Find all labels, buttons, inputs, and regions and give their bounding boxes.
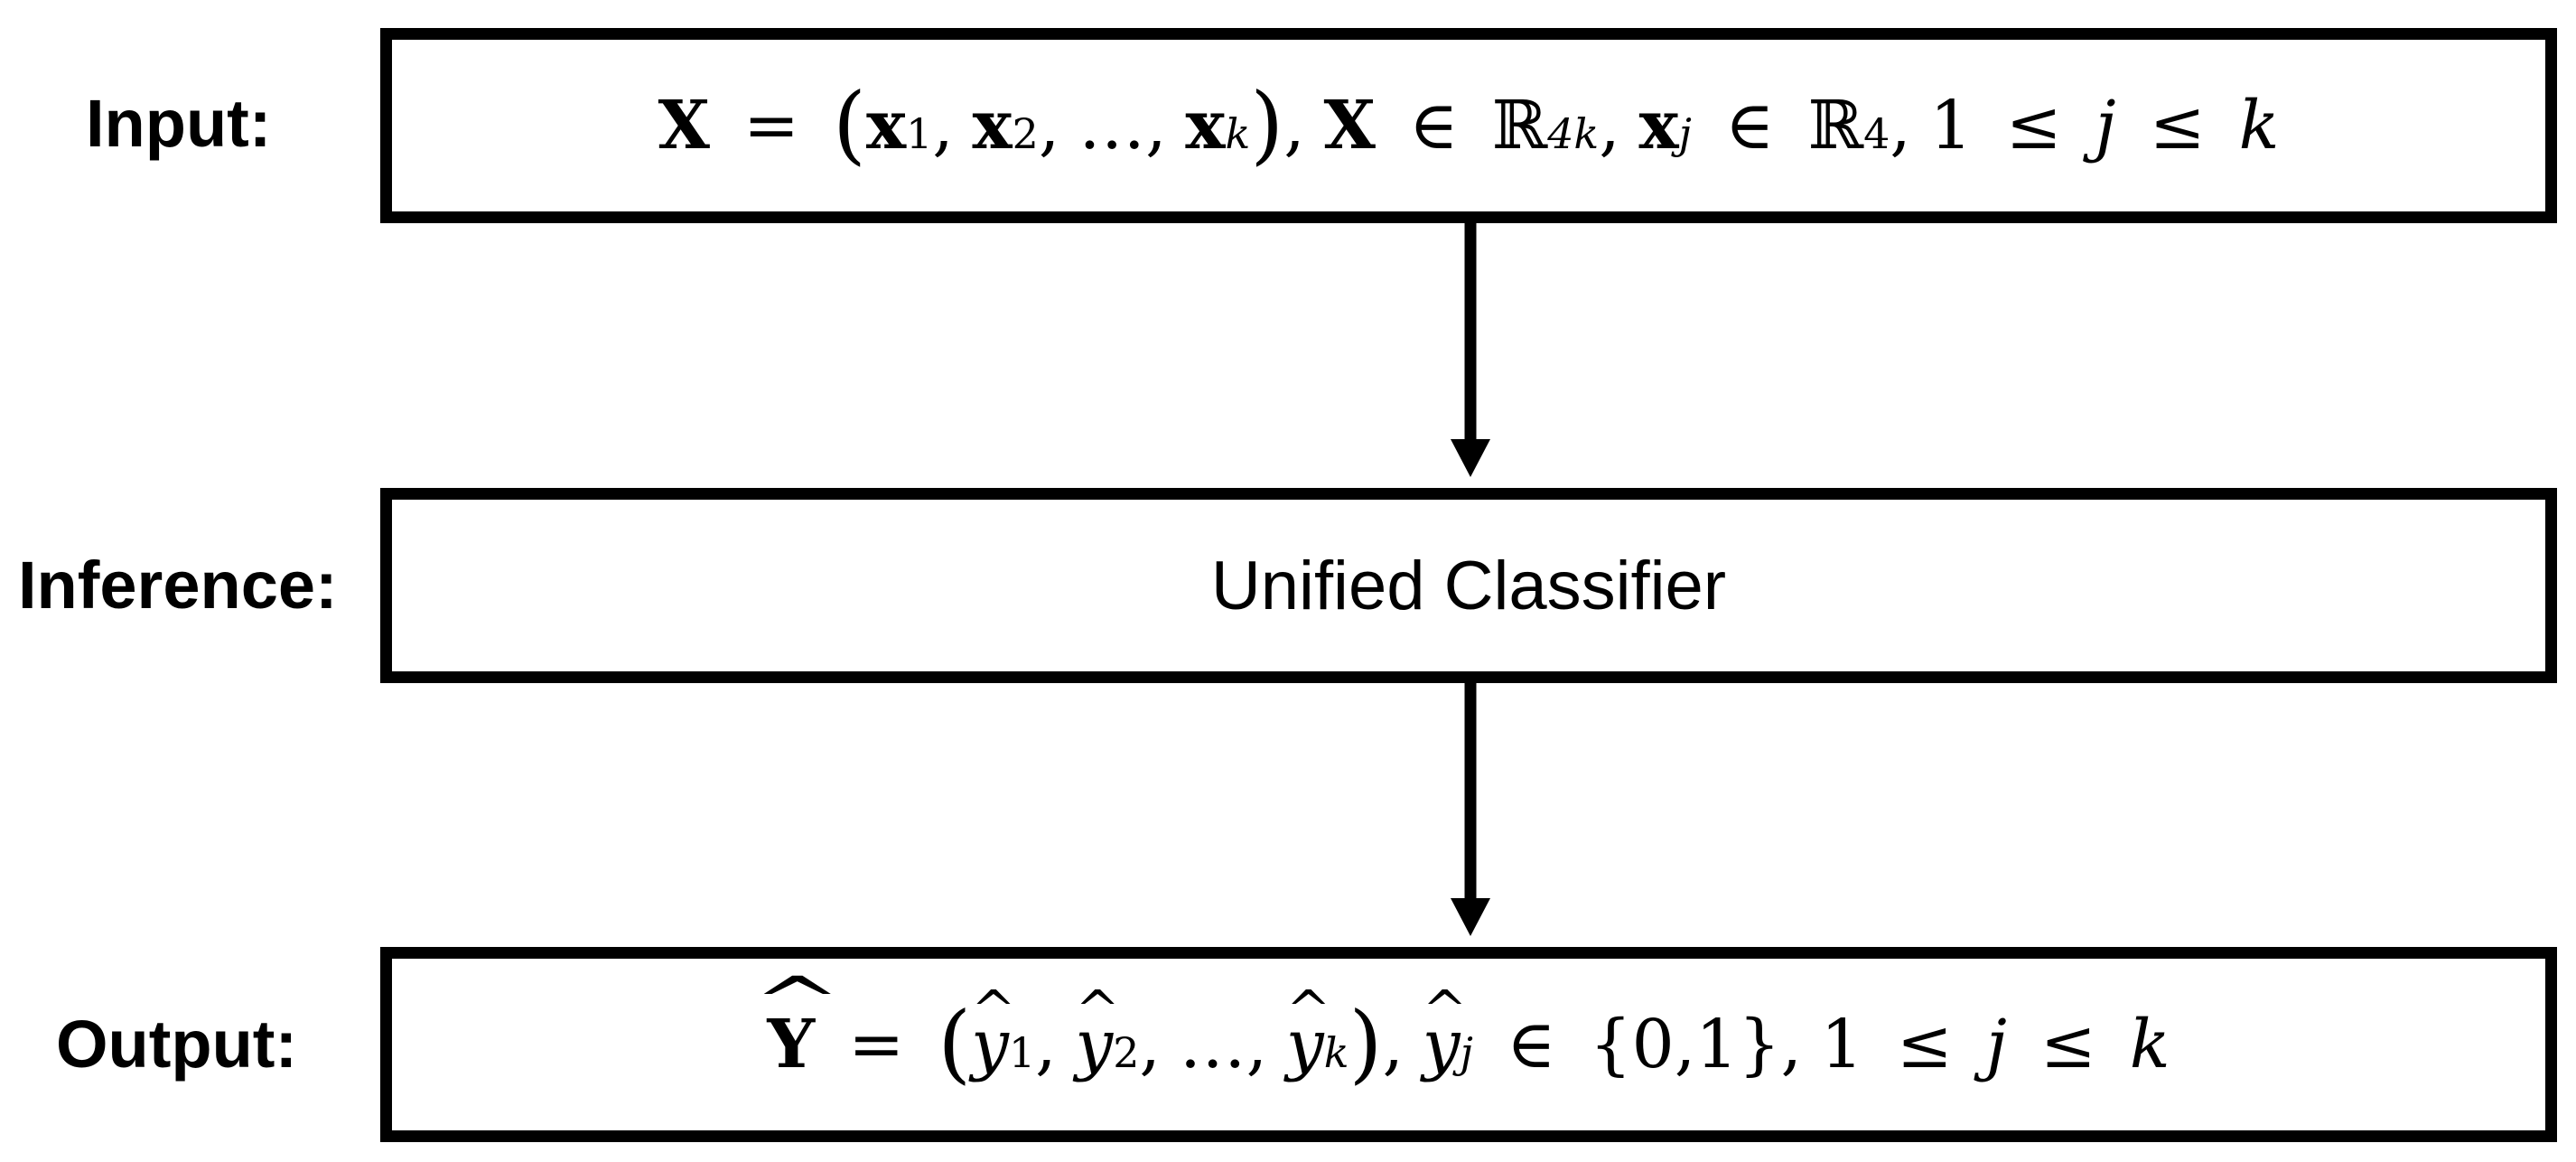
inference-label: Inference: <box>18 548 338 623</box>
input-label: Input: <box>86 86 272 161</box>
arrow-input-to-inference <box>1451 223 1490 477</box>
unified-classifier-text: Unified Classifier <box>1210 547 1727 624</box>
output-formula: Y^ = ( y^1 , y^2 , … , y^k ) , y^j ∈ {0,… <box>752 962 2170 1093</box>
output-box: Y^ = ( y^1 , y^2 , … , y^k ) , y^j ∈ {0,… <box>380 947 2557 1142</box>
output-label: Output: <box>56 1007 298 1082</box>
inference-box: Unified Classifier <box>380 488 2557 683</box>
arrow-inference-to-output <box>1451 683 1490 936</box>
